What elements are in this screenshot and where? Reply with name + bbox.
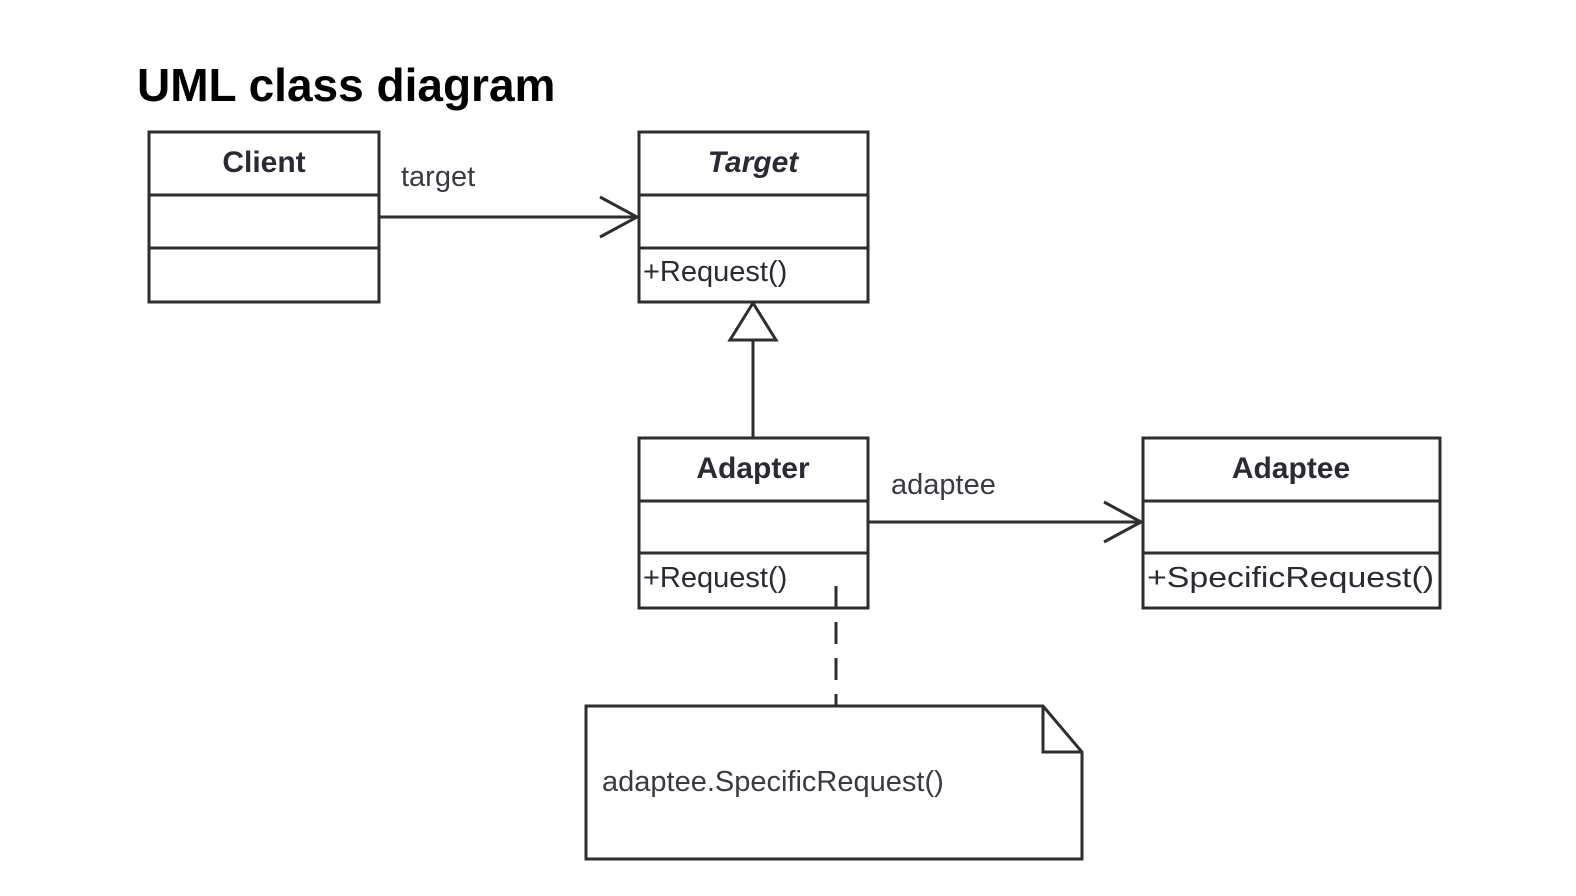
- class-adapter-name: Adapter: [696, 452, 810, 485]
- class-client-box: [147, 130, 381, 304]
- association-adapter-adaptee-label: adaptee: [891, 469, 996, 501]
- note-shape: [584, 704, 1084, 861]
- generalization-adapter-target: [727, 300, 779, 438]
- hollow-triangle-arrowhead-icon: [727, 300, 779, 342]
- class-target[interactable]: Target +Request(): [637, 130, 870, 304]
- class-adaptee-name: Adaptee: [1232, 452, 1350, 485]
- association-client-target-label: target: [401, 161, 475, 193]
- class-adaptee-box: [1141, 436, 1442, 610]
- open-arrowhead-icon: [1103, 500, 1145, 544]
- class-adaptee-operation: +SpecificRequest(): [1147, 562, 1434, 594]
- diagram-title: UML class diagram: [137, 59, 556, 111]
- class-client-name: Client: [222, 146, 305, 179]
- class-adapter-operation: +Request(): [643, 562, 787, 594]
- association-client-target: target: [379, 161, 641, 239]
- class-adapter-box: [637, 436, 870, 610]
- note[interactable]: adaptee.SpecificRequest(): [584, 704, 1084, 861]
- open-arrowhead-icon: [599, 195, 641, 239]
- note-text: adaptee.SpecificRequest(): [602, 766, 944, 798]
- class-client[interactable]: Client: [147, 130, 381, 304]
- class-adapter[interactable]: Adapter +Request(): [637, 436, 870, 610]
- class-target-name: Target: [708, 146, 801, 179]
- note-folded-corner-icon: [1041, 706, 1082, 754]
- class-adaptee[interactable]: Adaptee +SpecificRequest(): [1141, 436, 1442, 610]
- class-target-operation: +Request(): [643, 256, 787, 288]
- association-adapter-adaptee: adaptee: [868, 469, 1145, 544]
